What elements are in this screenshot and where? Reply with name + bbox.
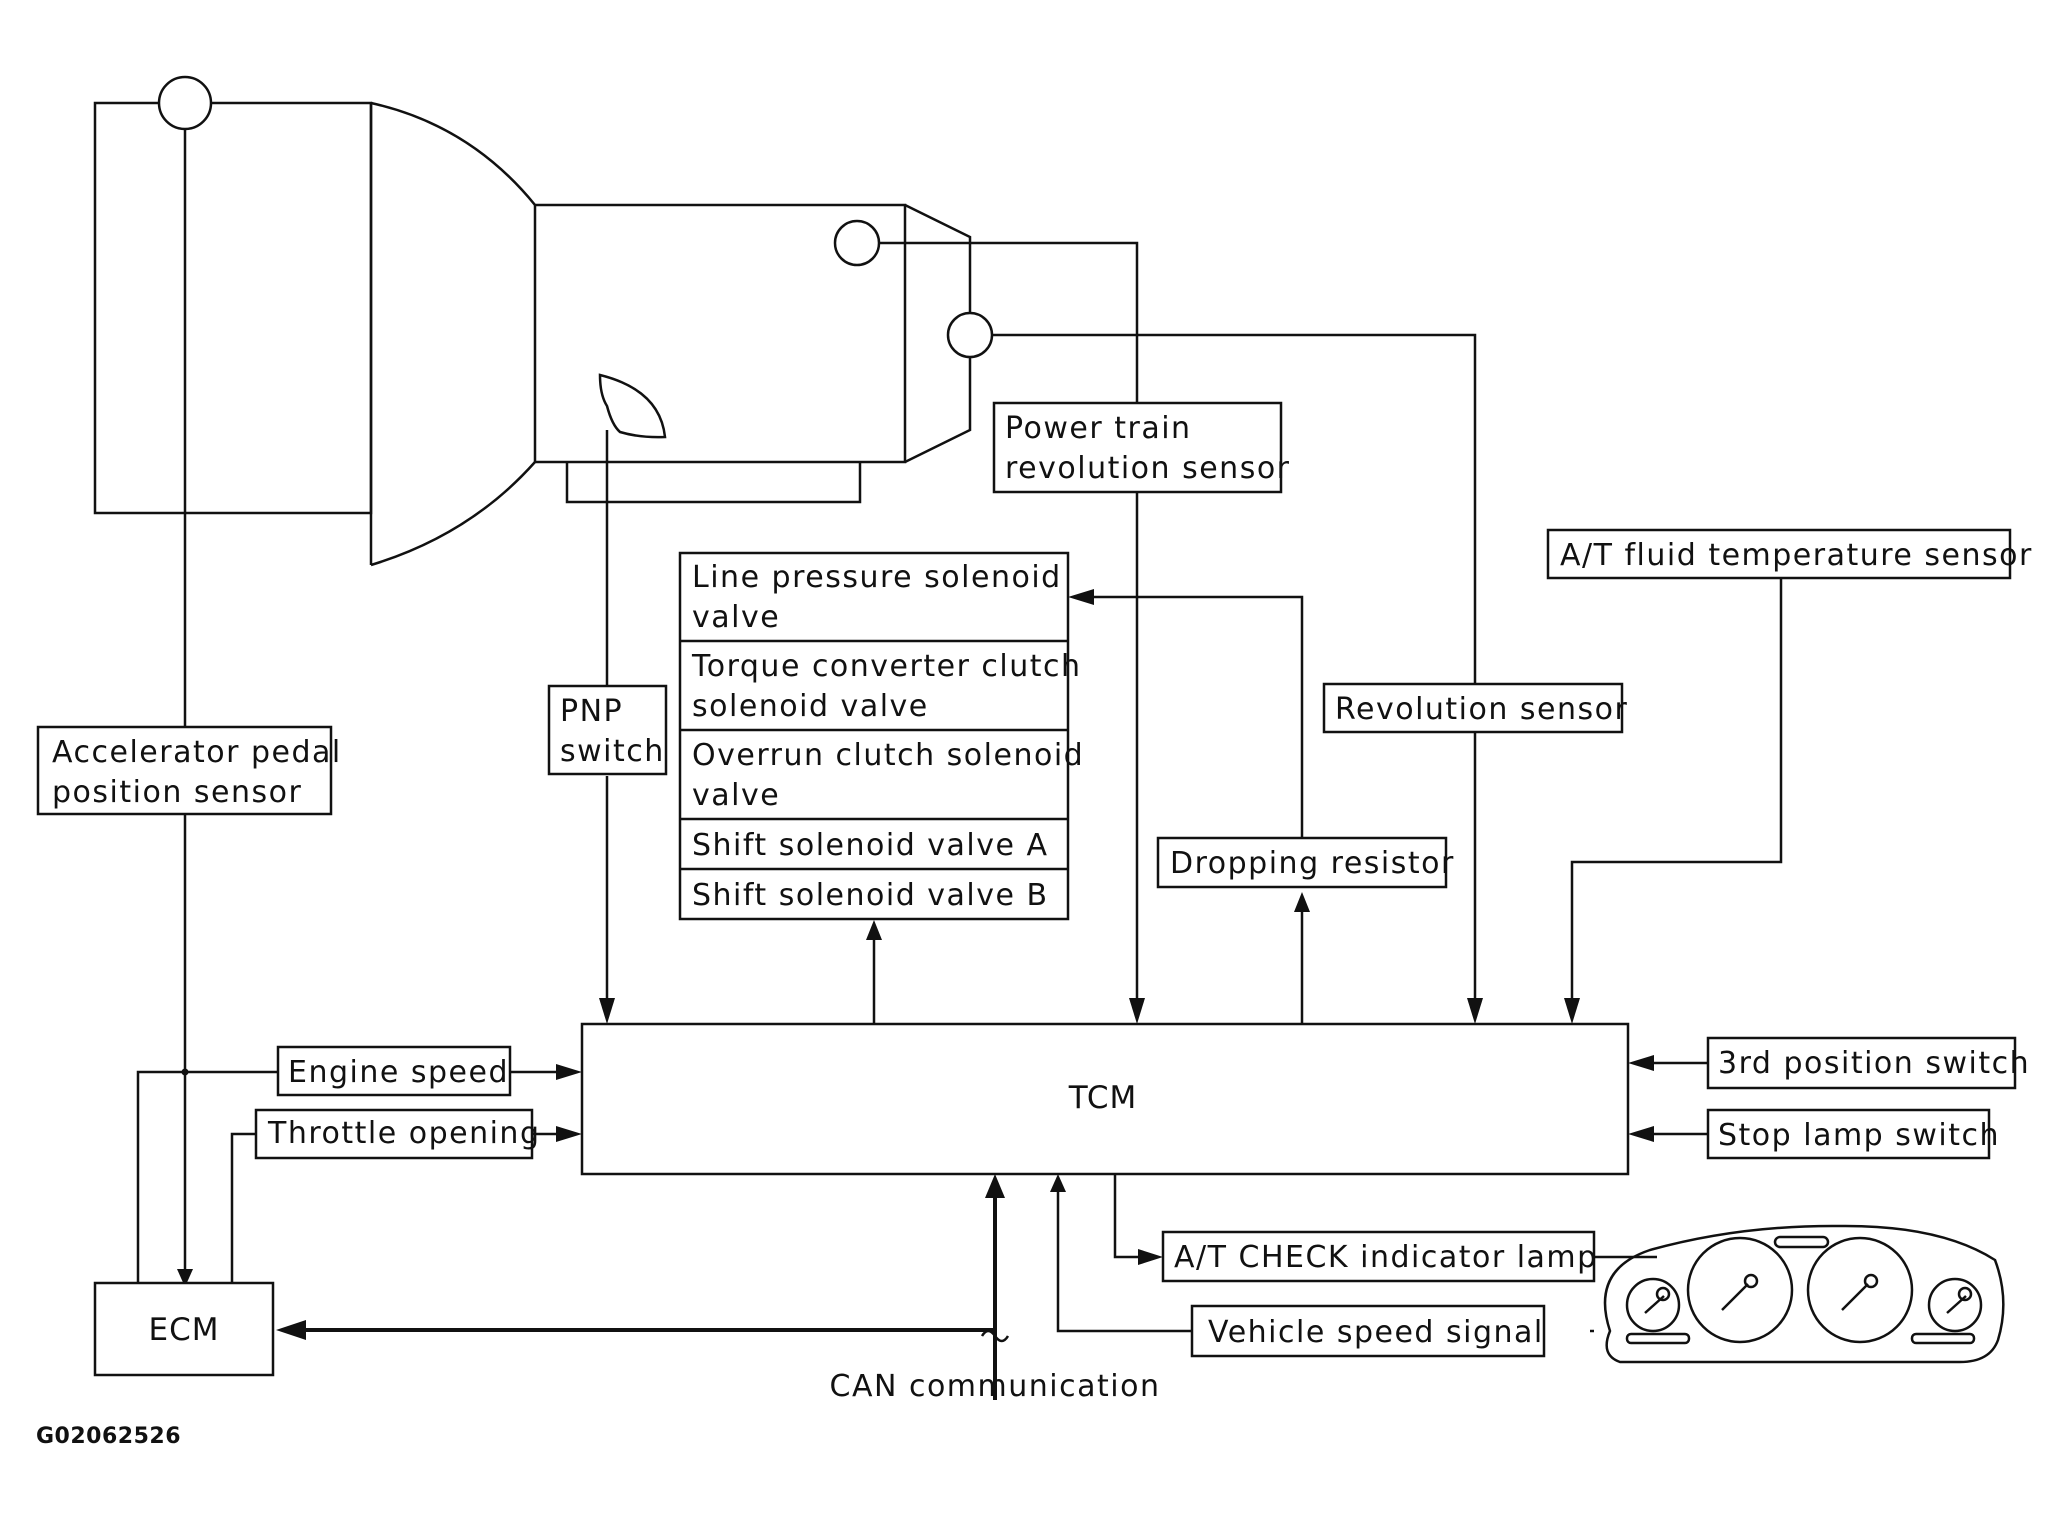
torque-converter-valve-line-1: Torque converter clutch (691, 649, 1082, 684)
fuel-gauge (1625, 1277, 1681, 1333)
vehicle-speed-signal-box: Vehicle speed signal (1190, 1304, 1546, 1358)
arrow-to-valves (866, 920, 882, 940)
ecm-box: ECM (93, 1281, 275, 1377)
torque-converter-valve-line-2: solenoid valve (692, 689, 929, 724)
dropping-resistor-label: Dropping resistor (1170, 846, 1455, 881)
speedometer-gauge (1806, 1236, 1914, 1344)
indicator-strip-left (1625, 1332, 1691, 1345)
powertrain-revolution-sensor-box: Power train revolution sensor (992, 401, 1291, 494)
meter-outline (1603, 1224, 2005, 1364)
accelerator-label-line-1: Accelerator pedal (52, 735, 342, 770)
revolution-sensor-symbol (946, 311, 994, 359)
stop-lamp-switch-box: Stop lamp switch (1706, 1108, 2000, 1160)
figure-code: G02062526 (36, 1424, 181, 1449)
arrow-vehicle-speed (1050, 1174, 1066, 1192)
stop-lamp-switch-label: Stop lamp switch (1718, 1118, 2000, 1153)
fluid-temp-line (1570, 578, 1783, 1010)
combination-meter (1603, 1224, 2005, 1364)
revolution-sensor-box: Revolution sensor (1322, 682, 1628, 734)
bell-housing-bottom (370, 461, 536, 567)
indicator-strip-top (1773, 1235, 1830, 1249)
powertrain-label-line-2: revolution sensor (1005, 451, 1291, 486)
indicator-strip-right (1910, 1332, 1976, 1345)
arrow-stop-lamp (1628, 1126, 1654, 1142)
arrow-can-to-tcm (985, 1174, 1005, 1198)
temperature-gauge (1927, 1277, 1983, 1333)
pnp-label-line-2: switch (560, 734, 665, 769)
dropping-resistor-box: Dropping resistor (1156, 836, 1455, 889)
overrun-clutch-valve-line-2: valve (692, 778, 780, 813)
solenoid-valve-stack: Line pressure solenoid valve Torque conv… (678, 551, 1084, 921)
engine-block (93, 101, 373, 515)
can-communication-label: CAN communication (830, 1369, 1161, 1404)
at-check-lamp-label: A/T CHECK indicator lamp (1174, 1240, 1598, 1275)
transmission-case (533, 203, 907, 464)
oil-pan (565, 462, 862, 504)
arrow-throttle (556, 1126, 582, 1142)
vehicle-speed-line-b (1056, 1190, 1192, 1333)
accelerator-label-line-2: position sensor (52, 775, 302, 810)
pnp-switch-symbol (598, 373, 667, 439)
powertrain-line-a (879, 241, 1139, 405)
third-position-switch-label: 3rd position switch (1718, 1046, 2030, 1081)
fluid-temp-sensor-label: A/T fluid temperature sensor (1560, 538, 2033, 573)
arrow-engine-speed (556, 1064, 582, 1080)
powertrain-label-line-1: Power train (1005, 411, 1192, 446)
dropping-line-b (1083, 595, 1304, 838)
vehicle-speed-signal-label: Vehicle speed signal (1208, 1315, 1544, 1350)
arrow-powertrain (1129, 998, 1145, 1024)
throttle-opening-box: Throttle opening (254, 1108, 540, 1160)
tcm-box: TCM (580, 1022, 1630, 1176)
arrow-can-to-ecm (276, 1320, 306, 1340)
arrow-to-ecm (177, 1269, 193, 1287)
junction-dot (181, 1068, 189, 1076)
transmission-drawing (93, 75, 994, 567)
arrow-at-check (1138, 1249, 1163, 1265)
bell-housing-top (370, 101, 536, 206)
revolution-line-a (992, 333, 1477, 686)
revolution-sensor-label: Revolution sensor (1335, 692, 1628, 727)
arrow-revolution (1467, 998, 1483, 1024)
shift-solenoid-a-label: Shift solenoid valve A (692, 828, 1049, 863)
powertrain-sensor-symbol (833, 219, 881, 267)
pnp-switch-box: PNP switch (547, 684, 668, 776)
overrun-clutch-valve-line-1: Overrun clutch solenoid (692, 738, 1084, 773)
ecm-label: ECM (149, 1312, 220, 1348)
arrow-fluid-temp (1564, 998, 1580, 1024)
arrow-third-position (1628, 1055, 1654, 1071)
at-check-line-a (1113, 1174, 1150, 1259)
engine-speed-box: Engine speed (276, 1045, 512, 1097)
line-pressure-valve-line-2: valve (692, 600, 780, 635)
accelerator-sensor-symbol (157, 75, 213, 131)
throttle-opening-label: Throttle opening (267, 1116, 540, 1151)
fluid-temp-sensor-box: A/T fluid temperature sensor (1546, 528, 2033, 580)
third-position-switch-box: 3rd position switch (1706, 1036, 2030, 1090)
tachometer-gauge (1686, 1236, 1794, 1344)
shift-solenoid-b-label: Shift solenoid valve B (692, 878, 1049, 913)
arrow-to-dropping (1294, 892, 1310, 912)
can-twisted-mark (980, 1329, 1010, 1343)
throttle-line-a (230, 1132, 256, 1287)
engine-speed-line-a (136, 1070, 278, 1287)
accelerator-pedal-sensor-box: Accelerator pedal position sensor (36, 725, 342, 816)
at-check-lamp-box: A/T CHECK indicator lamp (1161, 1230, 1598, 1283)
line-pressure-valve-line-1: Line pressure solenoid (692, 560, 1062, 595)
wiring (136, 129, 1783, 1400)
arrow-to-line-pressure (1068, 589, 1094, 605)
engine-speed-label: Engine speed (288, 1055, 509, 1090)
pnp-label-line-1: PNP (560, 694, 623, 729)
arrow-pnp (599, 998, 615, 1024)
tcm-label: TCM (1068, 1080, 1138, 1116)
